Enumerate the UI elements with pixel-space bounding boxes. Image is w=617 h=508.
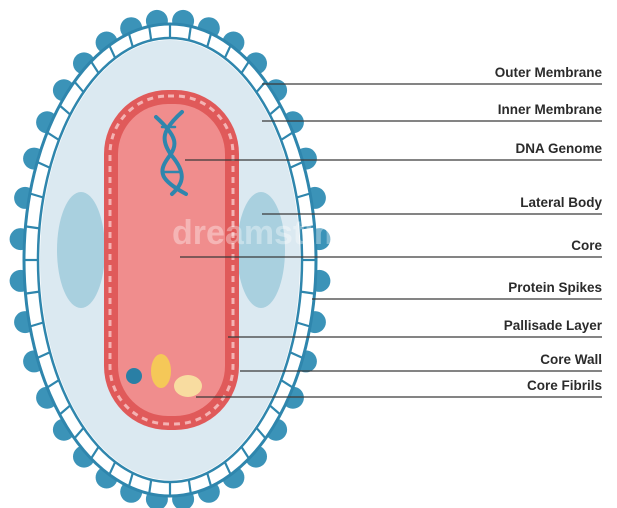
label-pallisade-layer: Pallisade Layer (504, 318, 603, 333)
core-fibril-blue (126, 368, 142, 384)
label-outer-membrane: Outer Membrane (495, 65, 603, 80)
label-core-wall: Core Wall (540, 352, 602, 367)
lateral-body-left (57, 192, 105, 308)
watermark: dreamstime. (172, 214, 372, 252)
core-fibril-yellow (151, 354, 171, 388)
label-core: Core (571, 238, 602, 253)
label-dna-genome: DNA Genome (515, 141, 602, 156)
label-core-fibrils: Core Fibrils (527, 378, 602, 393)
core-fibril-light (174, 375, 202, 397)
label-protein-spikes: Protein Spikes (508, 280, 602, 295)
label-lateral-body: Lateral Body (520, 195, 602, 210)
label-inner-membrane: Inner Membrane (498, 102, 603, 117)
